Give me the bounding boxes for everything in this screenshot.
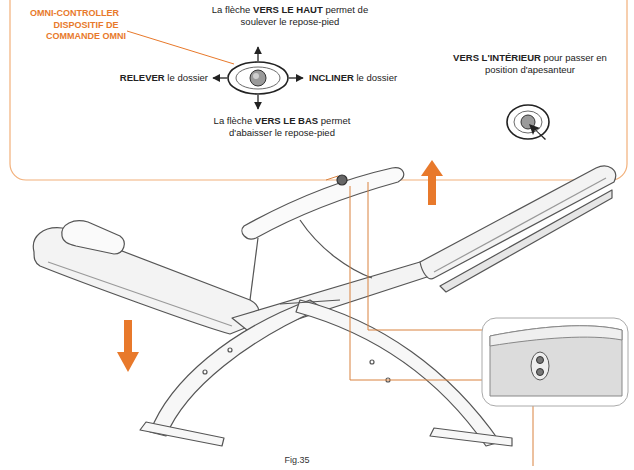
instruction-note: La flèche VERS LE HAUT permet de souleve…	[210, 4, 370, 28]
arm-inset	[482, 318, 628, 406]
omni-controller	[213, 47, 303, 109]
leader-line	[127, 31, 234, 64]
word: dossier	[177, 72, 208, 83]
word: le	[275, 127, 285, 138]
word: passer	[565, 52, 596, 63]
word: La	[214, 115, 227, 126]
word: permet	[325, 4, 357, 15]
word: OMNI-CONTROLLER	[30, 8, 119, 18]
word: VERS	[253, 4, 282, 15]
word: VERS	[453, 52, 482, 63]
word: position	[485, 64, 520, 75]
word: VERS	[255, 115, 284, 126]
word: pour	[544, 52, 566, 63]
word: flèche	[225, 4, 253, 15]
instruction-note: La flèche VERS LE BAS permet d'abaisser …	[200, 115, 365, 139]
part-name: OMNI-CONTROLLER	[30, 8, 140, 19]
leader-line	[326, 176, 338, 180]
word: DISPOSITIF	[53, 20, 106, 30]
leader-line	[350, 186, 482, 380]
word: d'abaisser	[229, 127, 275, 138]
word: repose-pied	[289, 16, 339, 27]
word: soulever	[241, 16, 280, 27]
word: dossier	[367, 72, 398, 83]
word: LE	[283, 115, 298, 126]
word: repose-pied	[285, 127, 335, 138]
word: de	[358, 4, 369, 15]
word: le	[279, 16, 289, 27]
motion-arrow	[117, 320, 139, 372]
instruction-note: VERS L'INTÉRIEUR pour passer en position…	[448, 52, 613, 76]
word: INCLINER	[309, 72, 357, 83]
callout-panel	[10, 0, 627, 180]
word: OMNI	[103, 31, 127, 41]
instruction-note: RELEVER le dossier	[82, 72, 208, 84]
word: COMMANDE	[46, 31, 103, 41]
word: HAUT	[296, 4, 325, 15]
word: permet	[321, 115, 351, 126]
instruction-note: INCLINER le dossier	[309, 72, 439, 84]
word: flèche	[227, 115, 255, 126]
word: le	[167, 72, 177, 83]
word: RELEVER	[120, 72, 168, 83]
part-name: DISPOSITIF DE COMMANDE OMNI	[45, 20, 127, 42]
figure-caption: Fig.35	[284, 455, 309, 465]
word: LE	[282, 4, 297, 15]
leader-line	[368, 182, 482, 330]
word: en	[596, 52, 607, 63]
word: La	[212, 4, 225, 15]
push-button-icon	[507, 105, 549, 140]
word: le	[357, 72, 367, 83]
word: d'apesanteur	[520, 64, 575, 75]
word: BAS	[298, 115, 321, 126]
motion-arrow	[421, 160, 443, 205]
word: L'INTÉRIEUR	[482, 52, 544, 63]
word: DE	[106, 20, 119, 30]
